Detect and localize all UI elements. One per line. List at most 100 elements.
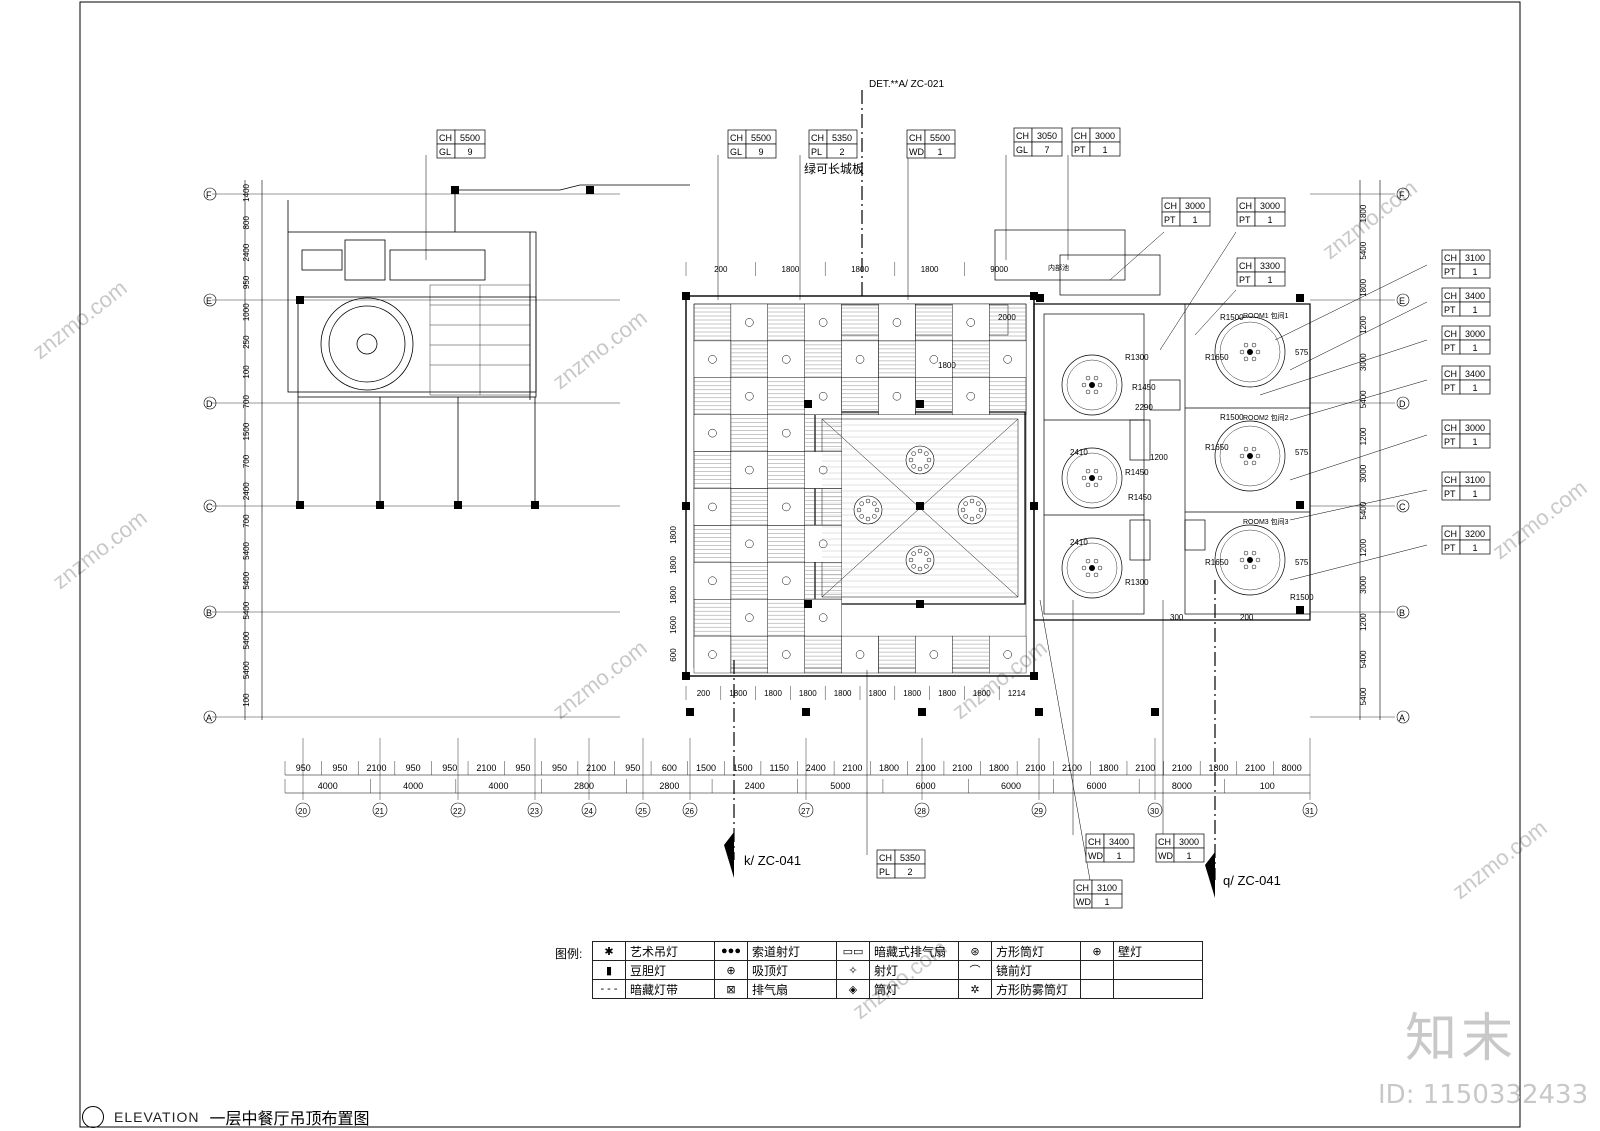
- tag-value: 2: [907, 867, 912, 877]
- grid-row-label: E: [1399, 296, 1405, 306]
- ceiling-tile: [730, 377, 769, 415]
- room-dimension: R1500: [1290, 593, 1314, 602]
- tag-leaders: [425, 155, 1428, 881]
- dimension-label: 1800: [799, 689, 817, 698]
- ceiling-tile: [730, 488, 769, 526]
- grid-col-label: 30: [1150, 807, 1159, 816]
- downlight-icon: [855, 650, 865, 659]
- legend-symbol-icon: ◈: [836, 979, 870, 999]
- structural-column: [1030, 672, 1038, 680]
- tag-value: 1: [1472, 343, 1477, 353]
- section-marker-k: [724, 832, 734, 878]
- tag-value: 3000: [1185, 201, 1205, 211]
- grid-bubble: [682, 802, 698, 818]
- grid-bubble: [1396, 710, 1410, 724]
- ceiling-tile: [693, 599, 732, 637]
- tag-label: PT: [1444, 343, 1456, 353]
- dimension-label: 1200: [1359, 427, 1368, 445]
- dimension-label: 1800: [879, 763, 899, 773]
- grid-bubble: [203, 499, 217, 513]
- tag-label: GL: [1016, 145, 1028, 155]
- ceiling-tile: [767, 525, 805, 563]
- dimension-label: 950: [552, 763, 567, 773]
- dimension-label: 950: [406, 763, 421, 773]
- downlight-icon: [892, 318, 902, 327]
- downlight-icon: [745, 392, 754, 401]
- tag-value: 3000: [1260, 201, 1280, 211]
- downlight-icon: [855, 355, 865, 364]
- tag-label: CH: [811, 133, 824, 143]
- ceiling-tile: [952, 377, 990, 415]
- legend-symbol-icon: - - -: [592, 979, 626, 999]
- structural-column: [1030, 292, 1038, 300]
- downlight-icon: [929, 355, 939, 364]
- tag-value: 9: [467, 147, 472, 157]
- grid-col-label: 23: [530, 807, 539, 816]
- structural-column: [451, 186, 459, 194]
- chandelier-icon: [905, 545, 935, 575]
- downlight-icon: [708, 576, 717, 585]
- structural-column: [802, 708, 810, 716]
- tag-value: 5500: [460, 133, 480, 143]
- dimension-label: 9000: [990, 265, 1008, 274]
- downlight-icon: [1003, 650, 1012, 659]
- tag-value: 1: [1472, 543, 1477, 553]
- legend-text: 暗藏式排气扇: [869, 941, 959, 961]
- ceiling-tile: [767, 488, 805, 526]
- ceiling-tile: [693, 525, 732, 563]
- material-note: 绿可长城板: [804, 162, 865, 176]
- downlight-icon: [745, 465, 754, 475]
- downlight-icon: [929, 650, 939, 659]
- grid-bubble: [798, 802, 814, 818]
- legend-symbol-icon: ⌒: [958, 960, 992, 980]
- tag-label: CH: [1088, 837, 1101, 847]
- private-rooms: [994, 229, 1311, 621]
- tag-label: PT: [1444, 267, 1456, 277]
- downlight-icon: [708, 428, 717, 438]
- grid-col-label: 20: [298, 807, 307, 816]
- ceiling-tile: [804, 562, 842, 600]
- ceiling-tile: [693, 414, 732, 452]
- central-feature-ceiling: [822, 418, 1018, 594]
- ceiling-tile: [989, 635, 1027, 674]
- downlight-icon: [782, 502, 791, 512]
- dimension-label: 8000: [1282, 763, 1302, 773]
- chandelier-icon: [1081, 468, 1103, 488]
- tag-label: PL: [811, 147, 822, 157]
- legend-symbol-icon: ▭▭: [836, 941, 870, 961]
- ceiling-tile: [767, 635, 805, 674]
- ceiling-tile: [730, 525, 769, 563]
- dimension-label: 6000: [916, 781, 936, 791]
- grid-bubble: [203, 293, 217, 307]
- tag-value: 1: [1116, 851, 1121, 861]
- dimension-label: 250: [242, 335, 251, 349]
- grid-col-label: 21: [375, 807, 384, 816]
- tag-label: WD: [1158, 851, 1173, 861]
- tag-value: 3400: [1465, 369, 1485, 379]
- legend-text: 排气扇: [747, 979, 837, 999]
- tag-value: 3100: [1465, 253, 1485, 263]
- watermark-site: znzmo.com: [1448, 815, 1552, 904]
- dimension-label: 3000: [1359, 353, 1368, 371]
- tag-label: PT: [1239, 275, 1251, 285]
- room-dimension: 1800: [938, 361, 956, 370]
- tag-label: CH: [439, 133, 452, 143]
- ceiling-tile: [693, 562, 732, 600]
- legend-symbol-icon: ✱: [592, 941, 626, 961]
- grid-col-label: 27: [801, 807, 810, 816]
- tag-label: PT: [1444, 305, 1456, 315]
- dimension-label: 1800: [938, 689, 956, 698]
- legend-symbol-icon: [1080, 979, 1114, 999]
- grid-col-label: 28: [917, 807, 926, 816]
- tag-value: 3100: [1465, 475, 1485, 485]
- grid-bubble: [203, 710, 217, 724]
- legend-symbol-icon: ●●●: [714, 941, 748, 961]
- room-dimension: 2410: [1070, 538, 1088, 547]
- grid-col-label: 24: [584, 807, 593, 816]
- dimension-label: 4000: [489, 781, 509, 791]
- room-dimension: R1300: [1125, 578, 1149, 587]
